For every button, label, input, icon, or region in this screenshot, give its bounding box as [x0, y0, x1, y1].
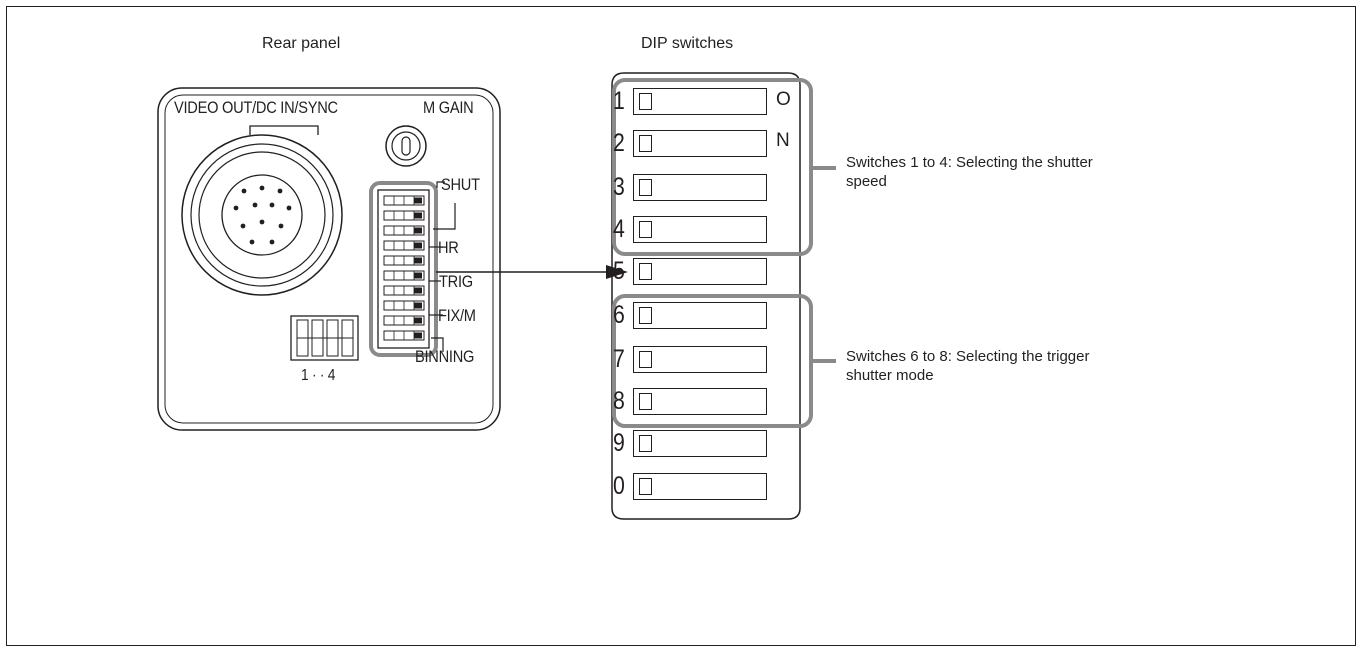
connector-pin: [269, 202, 275, 208]
small-switch-body: [290, 315, 359, 361]
dip-switch: [633, 302, 767, 329]
connector-ring-2: [190, 143, 334, 287]
mini-dip-knob: [414, 257, 422, 264]
switch-number: 9: [613, 429, 625, 457]
dip-switch: [633, 130, 767, 157]
connector-pin: [249, 239, 255, 245]
dip-outline: [611, 72, 801, 520]
connector-label: VIDEO OUT/DC IN/SYNC: [174, 98, 338, 117]
connector-pin: [286, 205, 292, 211]
switch-number: 1: [613, 87, 625, 115]
connector-pin: [241, 188, 247, 194]
connector-pin: [277, 188, 283, 194]
annotation-group-2-line-2: shutter mode: [846, 367, 934, 384]
dip-switch: [633, 473, 767, 500]
mini-dip-knob: [414, 317, 422, 324]
switch-number: 2: [613, 129, 625, 157]
annotation-group-2: Switches 6 to 8: Selecting the trigger s…: [846, 347, 1246, 385]
gain-knob-outer: [385, 125, 427, 167]
switch-knob: [639, 221, 652, 238]
small-switch-range-label: 1 · · 4: [301, 367, 336, 384]
connector-pin: [278, 223, 284, 229]
connector-pin: [259, 219, 265, 225]
switch-number: 5: [613, 257, 625, 285]
binning-label: BINNING: [415, 347, 475, 366]
connector-pin: [252, 202, 258, 208]
switch-knob: [639, 393, 652, 410]
mini-dip-knob: [414, 272, 422, 279]
connector-pin: [240, 223, 246, 229]
mini-dip-knob: [414, 197, 422, 204]
mini-dip-knob: [414, 287, 422, 294]
connector-outer-ring: [181, 134, 343, 296]
annotation-group-1-line-2: speed: [846, 173, 887, 190]
connector-pin: [259, 185, 265, 191]
fixm-label: FIX/M: [438, 306, 476, 325]
gain-knob-inner: [391, 131, 421, 161]
switch-number: 7: [613, 345, 625, 373]
annotation-group-2-line-1: Switches 6 to 8: Selecting the trigger: [846, 348, 1090, 365]
mini-dip-knob: [414, 242, 422, 249]
connector-ring-3: [198, 151, 326, 279]
mini-dip-knob: [414, 332, 422, 339]
switch-knob: [639, 478, 652, 495]
trig-label: TRIG: [439, 272, 473, 291]
rear-panel-body: [157, 87, 501, 431]
gain-knob-slot: [401, 136, 411, 156]
dip-switch: [633, 430, 767, 457]
switch-knob: [639, 135, 652, 152]
mini-dip-knob: [414, 227, 422, 234]
shut-label: SHUT: [441, 175, 480, 194]
gain-label: M GAIN: [423, 98, 474, 117]
connector-face: [221, 174, 303, 256]
switch-number: 0: [613, 472, 625, 500]
dip-switches-title: DIP switches: [641, 35, 734, 52]
dip-switch: [633, 216, 767, 243]
dip-switch: [633, 258, 767, 285]
switch-knob: [639, 179, 652, 196]
connector-pin: [233, 205, 239, 211]
rear-panel-drawing: [157, 72, 836, 520]
hr-label: HR: [438, 238, 459, 257]
mini-dip-knob: [414, 302, 422, 309]
switch-number: 8: [613, 387, 625, 415]
switch-knob: [639, 263, 652, 280]
switch-number: 6: [613, 301, 625, 329]
switch-knob: [639, 307, 652, 324]
mini-dip-body: [377, 189, 430, 349]
switch-knob: [639, 351, 652, 368]
switch-number: 3: [613, 173, 625, 201]
connector-pin: [269, 239, 275, 245]
annotation-group-1-line-1: Switches 1 to 4: Selecting the shutter: [846, 154, 1093, 171]
mini-dip-column: [377, 189, 430, 349]
dip-switch: [633, 346, 767, 373]
mini-dip-knob: [414, 212, 422, 219]
dip-switch: [633, 88, 767, 115]
shut-bracket: [433, 181, 456, 230]
dip-switch: [633, 174, 767, 201]
mini-dip-highlight: [369, 181, 438, 357]
binning-bracket: [431, 337, 444, 352]
connector-tab: [249, 125, 319, 135]
dip-switch: [633, 388, 767, 415]
on-label-o: O: [776, 89, 791, 110]
rear-panel-title: Rear panel: [262, 35, 341, 52]
switch-number: 4: [613, 215, 625, 243]
switch-knob: [639, 93, 652, 110]
annotation-group-1: Switches 1 to 4: Selecting the shutter s…: [846, 153, 1246, 191]
rear-panel-inner: [164, 94, 494, 424]
on-label-n: N: [776, 130, 790, 151]
switch-knob: [639, 435, 652, 452]
